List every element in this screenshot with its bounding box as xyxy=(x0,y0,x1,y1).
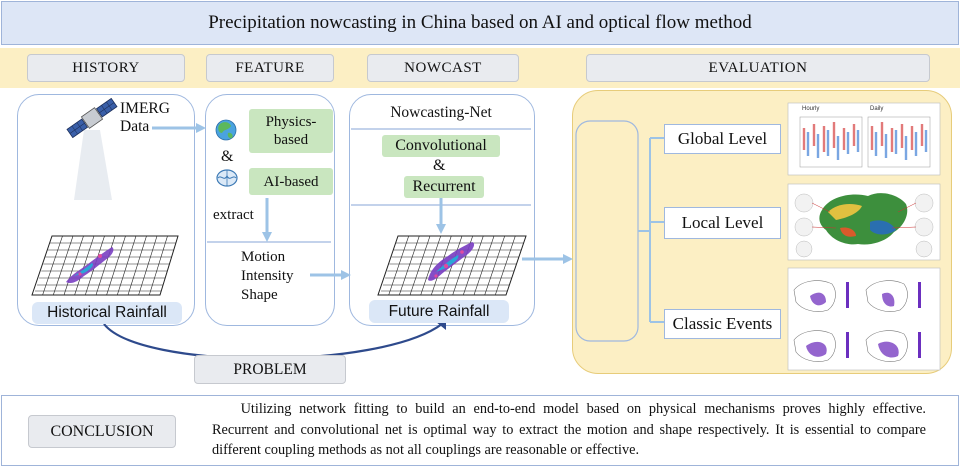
physics-based-box: Physics-based xyxy=(249,109,333,153)
page-title: Precipitation nowcasting in China based … xyxy=(1,1,959,45)
history-header: HISTORY xyxy=(27,54,185,82)
globe-icon xyxy=(215,119,237,141)
satellite-icon xyxy=(66,97,118,200)
local-level-box: Local Level xyxy=(664,207,781,239)
nowcast-and-symbol: & xyxy=(433,157,446,174)
classic-events-thumbnail xyxy=(787,267,941,371)
conclusion-text: Utilizing network fitting to build an en… xyxy=(212,401,926,458)
imerg-label: IMERG xyxy=(120,100,170,117)
thumb-daily-label: Daily xyxy=(870,106,884,112)
flow-arrows xyxy=(152,123,573,280)
evaluation-tree xyxy=(638,137,664,323)
feature-header: FEATURE xyxy=(206,54,334,82)
intensity-label: Intensity xyxy=(241,268,294,284)
recurrent-box: Recurrent xyxy=(404,176,484,198)
feature-and-symbol: & xyxy=(221,148,234,165)
data-label: Data xyxy=(120,118,150,135)
global-level-box: Global Level xyxy=(664,124,781,154)
future-rainfall-caption: Future Rainfall xyxy=(369,300,509,323)
motion-label: Motion xyxy=(241,249,286,265)
classic-events-box: Classic Events xyxy=(664,309,781,339)
ai-based-box: AI-based xyxy=(249,168,333,195)
physics-line1: Physics- xyxy=(265,114,317,130)
shape-label: Shape xyxy=(241,287,278,303)
thumb-hourly-label: Hourly xyxy=(802,106,820,112)
problem-label: PROBLEM xyxy=(194,355,346,384)
nowcast-header: NOWCAST xyxy=(367,54,519,82)
local-level-thumbnail xyxy=(787,183,941,261)
convolutional-box: Convolutional xyxy=(382,135,500,157)
problem-arc xyxy=(103,323,443,360)
physics-line2: based xyxy=(273,132,309,148)
evaluation-header: EVALUATION xyxy=(586,54,930,82)
historical-rainfall-caption: Historical Rainfall xyxy=(32,302,182,324)
evaluation-bracket xyxy=(575,120,639,342)
global-level-thumbnail xyxy=(787,102,941,176)
brain-icon xyxy=(216,169,238,187)
historical-rainfall-grid xyxy=(31,235,179,296)
extract-label: extract xyxy=(213,207,254,223)
conclusion-label: CONCLUSION xyxy=(28,415,176,448)
future-rainfall-grid xyxy=(377,235,527,296)
nowcasting-net-title: Nowcasting-Net xyxy=(390,104,492,121)
